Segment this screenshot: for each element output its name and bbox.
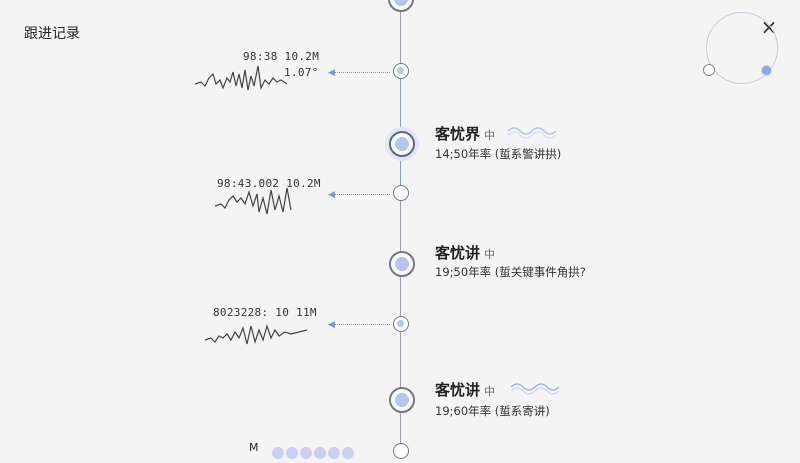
bottom-dots	[272, 444, 368, 459]
wave-label: 8023228: 10 11M	[213, 306, 317, 319]
timeline-node[interactable]	[389, 131, 415, 157]
wave-sublabel: 1.07°	[284, 66, 319, 79]
squiggle-icon	[510, 383, 560, 395]
event-title: 客忧讲中	[435, 381, 496, 399]
timeline-node-small[interactable]	[393, 63, 409, 79]
panel-title: 跟进记录	[24, 26, 80, 42]
event-subtitle: 19;60年率 (蜇系寄讲)	[435, 404, 550, 418]
event-badge: 中	[484, 129, 496, 142]
waveform-graphic	[214, 187, 292, 215]
timeline-node[interactable]	[389, 387, 415, 413]
dial-icon	[706, 12, 778, 84]
event-title: 客忧讲中	[435, 244, 496, 262]
squiggle-icon	[507, 127, 557, 139]
event-badge: 中	[484, 248, 496, 261]
wave-connector: ◀	[328, 68, 390, 78]
timeline-node-small[interactable]	[393, 443, 409, 459]
timeline-line	[400, 0, 401, 72]
event-subtitle: 14;50年率 (蜇系警讲拱)	[435, 147, 562, 161]
wave-label: 98:43.002 10.2M	[217, 177, 321, 190]
dial-knob-right[interactable]	[761, 65, 772, 76]
event-badge: 中	[484, 385, 496, 398]
timeline-node-small[interactable]	[393, 316, 409, 332]
event-title: 客忧界中	[435, 125, 496, 143]
dial-knob-left[interactable]	[703, 64, 715, 76]
waveform-graphic	[204, 323, 308, 345]
event-subtitle: 19;50年率 (蜇关键事件角拱?	[435, 265, 586, 279]
wave-label: 98:38 10.2M	[243, 50, 320, 63]
timeline-node[interactable]	[388, 0, 414, 12]
bottom-label: M	[249, 441, 259, 454]
timeline-node[interactable]	[389, 251, 415, 277]
wave-connector: ◀	[328, 190, 390, 200]
wave-connector: ◀	[328, 320, 390, 330]
timeline-node-small[interactable]	[393, 185, 409, 201]
waveform-graphic	[194, 65, 288, 91]
